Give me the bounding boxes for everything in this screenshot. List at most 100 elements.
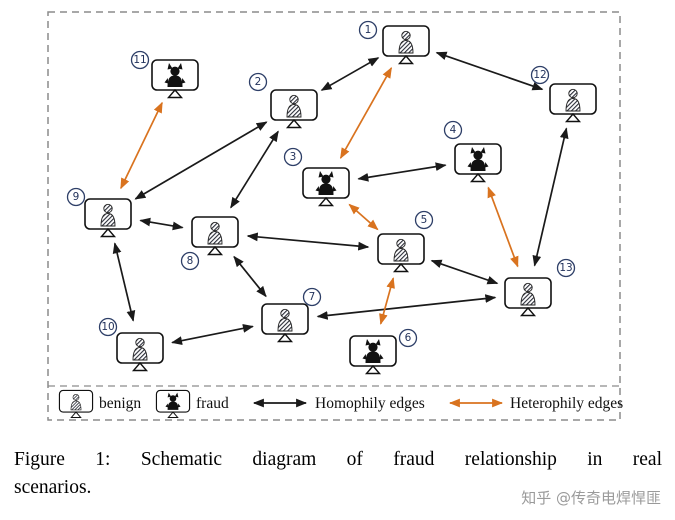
node-number-badge: 11 (130, 50, 150, 70)
node-number: 3 (290, 151, 297, 163)
homophily-edge-7-10 (171, 324, 254, 345)
homophily-edge-7-13 (316, 294, 497, 320)
node-number-badge: 7 (302, 287, 322, 307)
node-2-benign: 2 (248, 72, 318, 129)
monitor-stand (166, 88, 184, 99)
caption-line-2: scenarios. (14, 477, 92, 499)
benign-user-icon (132, 337, 148, 361)
node-number-badge: 1 (358, 20, 378, 40)
node-13-benign: 13 (504, 258, 576, 317)
legend-homophily-label: Homophily edges (315, 395, 425, 412)
node-number-badge: 6 (398, 328, 418, 348)
legend-heterophily-label: Heterophily edges (510, 395, 623, 412)
monitor-stand (285, 118, 303, 129)
node-10-benign: 10 (98, 317, 164, 372)
node-4-fraud: 4 (443, 120, 502, 183)
monitor-stand (564, 112, 582, 123)
node-number-badge: 5 (414, 210, 434, 230)
monitor-stand (167, 411, 179, 418)
legend-fraud-icon (155, 389, 191, 418)
homophily-edge-9-10 (112, 242, 136, 322)
node-9-benign: 9 (66, 187, 132, 238)
node-12-benign: 12 (530, 65, 597, 123)
benign-user-icon (520, 282, 536, 306)
monitor-stand (317, 196, 335, 207)
watermark: 知乎 @传奇电焊悍匪 (521, 489, 661, 507)
node-5-benign: 5 (377, 210, 434, 273)
figure-caption: Figure 1: Schematic diagram of fraud rel… (14, 446, 662, 503)
benign-user-icon (286, 94, 302, 118)
heterophily-edge-3-5 (348, 203, 379, 231)
node-number: 1 (365, 24, 372, 36)
node-7-benign: 7 (261, 287, 322, 343)
node-number-badge: 10 (98, 317, 118, 337)
heterophily-edge-1-3 (339, 67, 393, 159)
node-number: 11 (133, 54, 146, 66)
legend: benign fraud Homophily edges Heterophily ed… (48, 385, 623, 418)
node-8-benign: 8 (180, 216, 239, 271)
homophily-edge-1-2 (320, 57, 380, 91)
monitor-stand (206, 245, 224, 256)
benign-user-icon (393, 238, 409, 262)
node-number: 6 (405, 332, 412, 344)
fraud-user-icon (467, 147, 489, 171)
heterophily-edge-9-11 (120, 101, 163, 190)
benign-user-icon (565, 88, 581, 112)
homophily-edge-8-9 (139, 217, 184, 231)
node-number-badge: 12 (530, 65, 550, 85)
homophily-edge-5-8 (246, 232, 370, 251)
monitor-stand (131, 361, 149, 372)
homophily-edge-7-8 (233, 255, 267, 298)
benign-user-icon (207, 221, 223, 245)
node-number-badge: 3 (283, 147, 303, 167)
heterophily-edge-5-6 (379, 277, 395, 325)
node-1-benign: 1 (358, 20, 430, 65)
homophily-edge-3-4 (357, 162, 447, 182)
node-number: 8 (187, 255, 194, 267)
monitor-stand (70, 411, 82, 418)
fraud-user-icon (362, 339, 384, 363)
node-number-badge: 9 (66, 187, 86, 207)
node-3-fraud: 3 (283, 147, 350, 207)
legend-fraud-label: fraud (196, 395, 229, 412)
homophily-edge-2-8 (230, 130, 279, 209)
node-number: 13 (559, 262, 572, 274)
monitor-stand (99, 227, 117, 238)
diagram-border (47, 11, 621, 421)
monitor-stand (276, 332, 294, 343)
heterophily-edge-4-13 (487, 186, 519, 268)
node-6-fraud: 6 (349, 328, 418, 375)
homophily-edge-5-13 (430, 259, 499, 285)
benign-user-icon (100, 203, 116, 227)
node-number-badge: 8 (180, 251, 200, 271)
node-number-badge: 4 (443, 120, 463, 140)
fraud-user-icon (164, 63, 186, 87)
node-number: 12 (533, 69, 546, 81)
node-11-fraud: 11 (130, 50, 199, 99)
node-number: 7 (309, 291, 316, 303)
node-number-badge: 13 (556, 258, 576, 278)
node-number: 5 (421, 214, 428, 226)
homophily-edge-12-13 (532, 127, 569, 267)
fraud-user-icon (165, 392, 181, 410)
legend-benign-icon (58, 389, 94, 418)
monitor-stand (392, 262, 410, 273)
benign-user-icon (70, 393, 82, 411)
benign-user-icon (398, 30, 414, 54)
node-number: 2 (255, 76, 262, 88)
node-number: 4 (450, 124, 457, 136)
monitor-stand (397, 54, 415, 65)
monitor-stand (469, 172, 487, 183)
monitor-stand (364, 364, 382, 375)
node-number: 9 (73, 191, 80, 203)
node-number: 10 (101, 321, 114, 333)
monitor-stand (519, 306, 537, 317)
caption-line-1: Figure 1: Schematic diagram of fraud rel… (14, 449, 662, 470)
node-number-badge: 2 (248, 72, 268, 92)
benign-user-icon (277, 308, 293, 332)
legend-benign-label: benign (99, 395, 141, 412)
homophily-edge-2-9 (134, 121, 268, 200)
homophily-edge-1-12 (435, 51, 544, 91)
